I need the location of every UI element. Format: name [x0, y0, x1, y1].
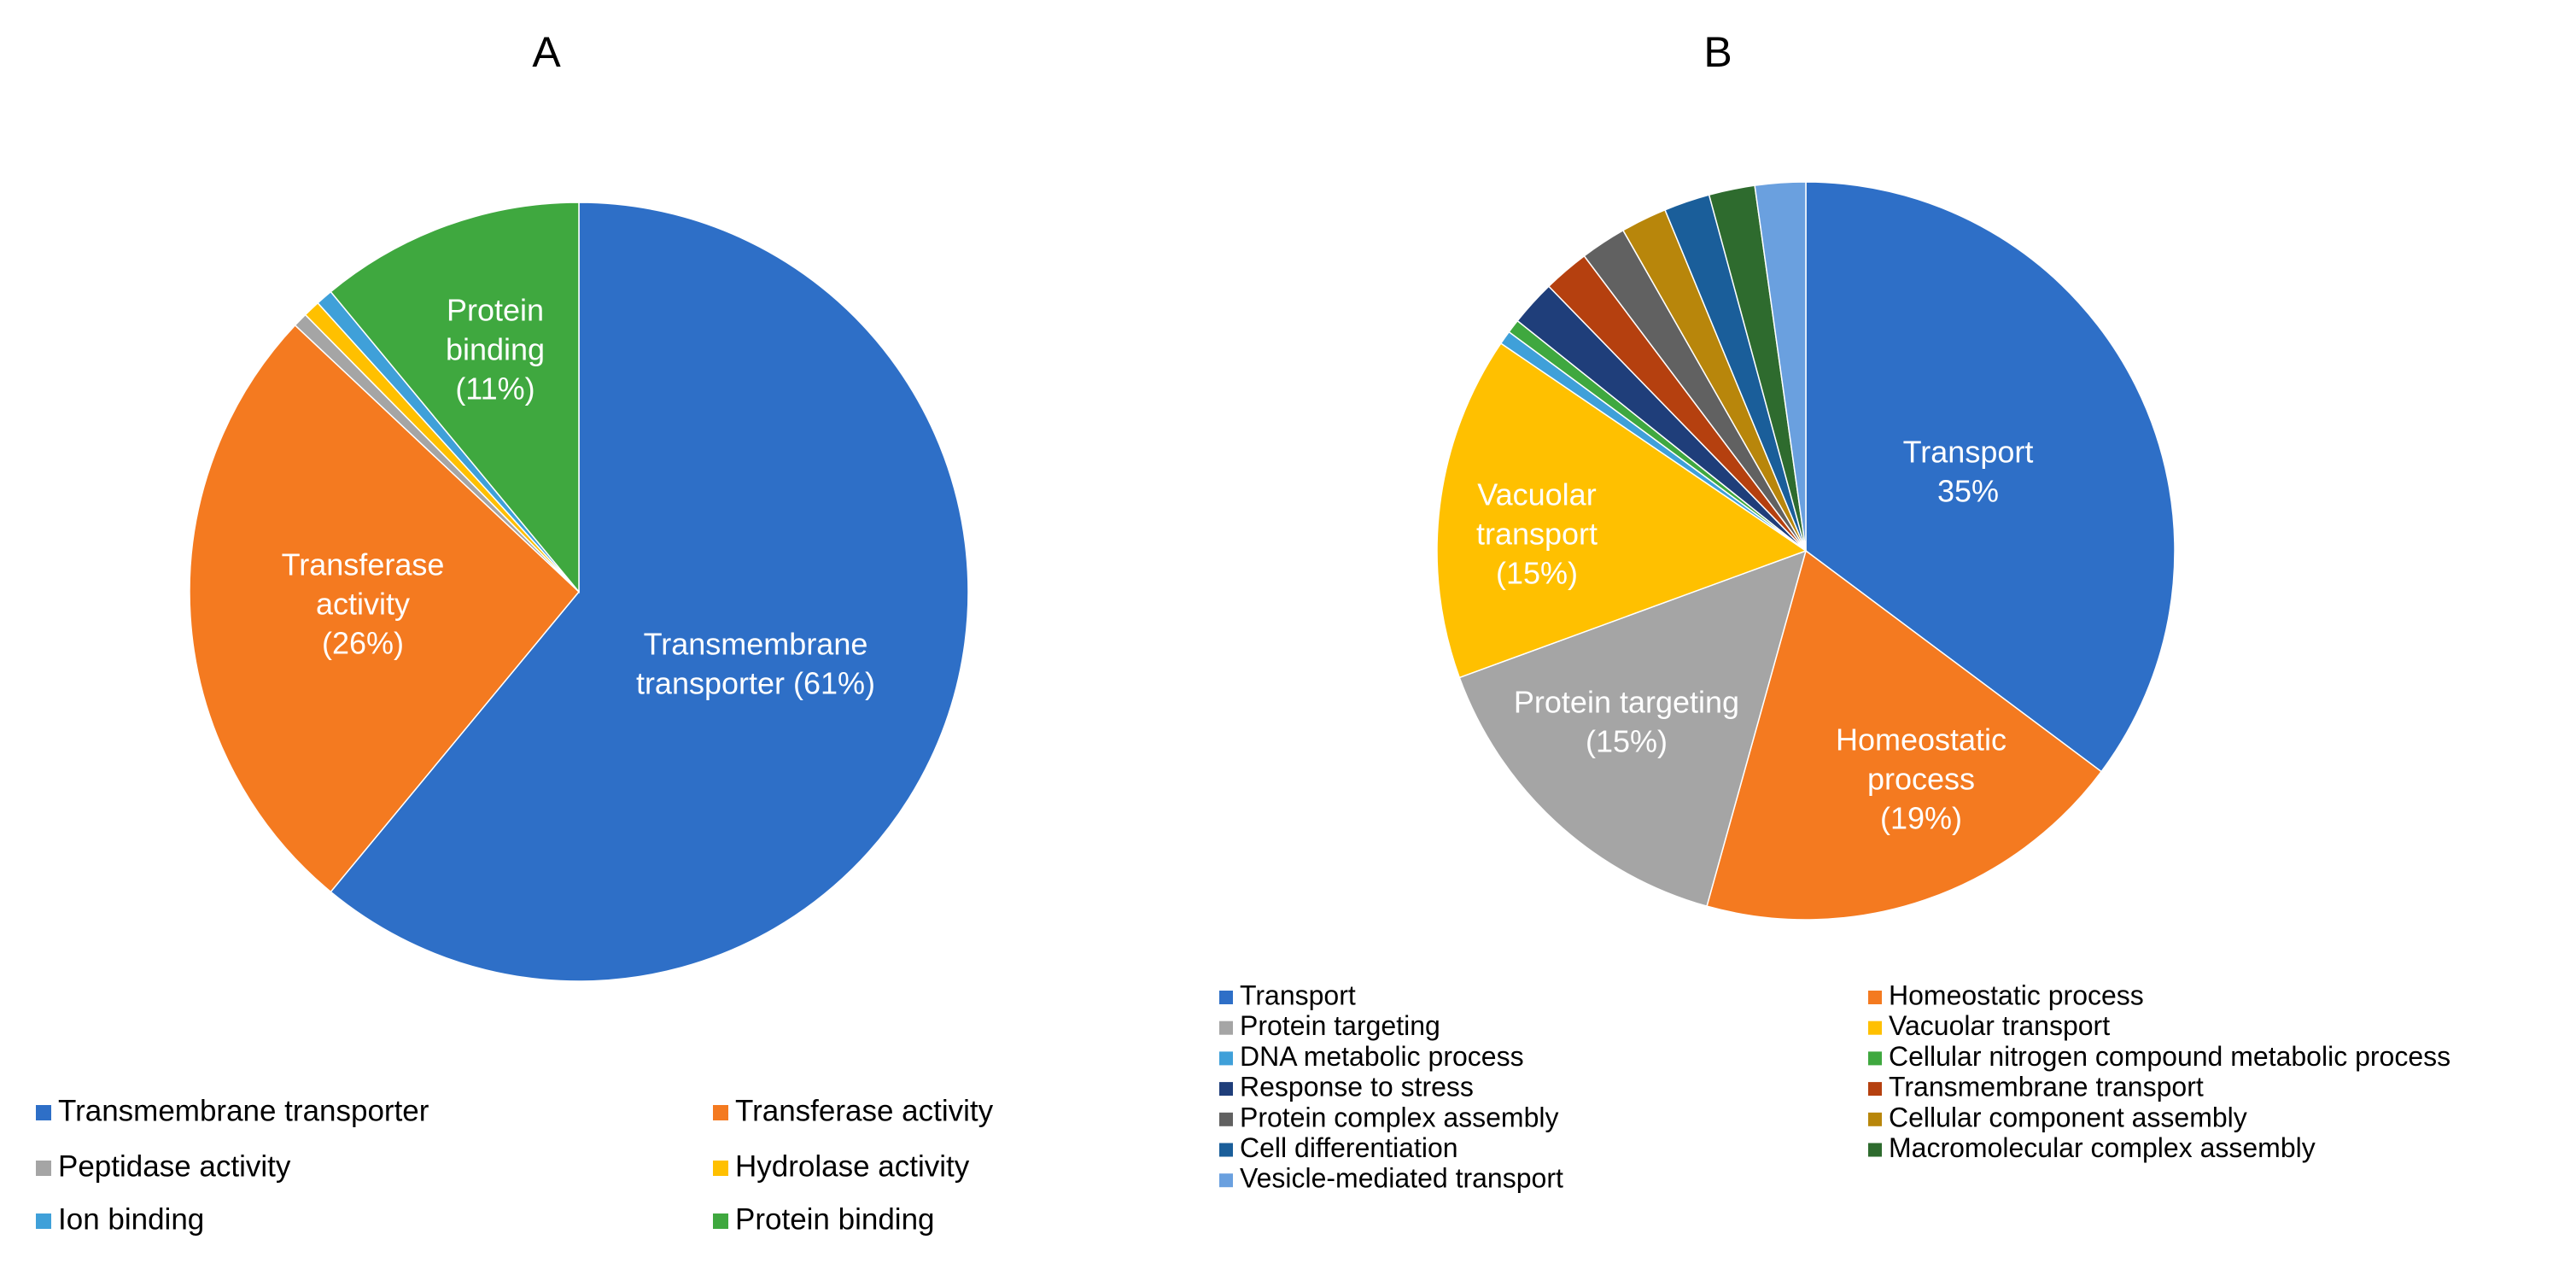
chart-b-slice-label-transport-0: Transport — [1903, 435, 2034, 470]
chart-b-legend-swatch-macromolecular-complex-assembly — [1868, 1143, 1882, 1157]
chart-b-slice-transport — [1805, 181, 2176, 773]
chart-b-legend-label-transmembrane-transport: Transmembrane transport — [1889, 1072, 2204, 1102]
chart-b-slice-label-transport-1: 35% — [1937, 474, 1999, 509]
chart-b-legend-label-vacuolar-transport: Vacuolar transport — [1889, 1010, 2110, 1041]
chart-a-legend-swatch-hydrolase-activity — [713, 1161, 728, 1176]
chart-a-legend-label-ion-binding: Ion binding — [58, 1202, 204, 1236]
chart-b-slice-vacuolar-transport — [1436, 342, 1808, 679]
chart-b-legend-label-cellular-component-assembly: Cellular component assembly — [1889, 1102, 2247, 1132]
chart-b-legend-swatch-vesicle-mediated-transport — [1219, 1173, 1233, 1188]
chart-a-legend-swatch-transferase-activity — [713, 1105, 728, 1120]
chart-b-legend-swatch-transmembrane-transport — [1868, 1082, 1882, 1096]
chart-b: B Transport 35% Homeostatic process (19%) Pro… — [1219, 28, 2450, 1194]
chart-a-legend-label-protein-binding: Protein binding — [735, 1202, 935, 1236]
chart-b-slice-label-homeostatic-process-2: (19%) — [1880, 801, 1962, 836]
chart-b-legend-swatch-protein-targeting — [1219, 1020, 1233, 1035]
chart-b-legend-label-protein-complex-assembly: Protein complex assembly — [1240, 1102, 1558, 1132]
chart-b-legend-swatch-cell-differentiation — [1219, 1143, 1233, 1157]
chart-a-slice-label-transferase-activity-2: (26%) — [322, 626, 404, 661]
chart-a-legend: Transmembrane transporter Transferase act… — [36, 1094, 994, 1236]
chart-a-slice-label-protein-binding-2: (11%) — [455, 371, 534, 406]
chart-b-slice-label-homeostatic-process-1: process — [1867, 762, 1975, 797]
chart-b-legend-label-dna-metabolic-process: DNA metabolic process — [1240, 1041, 1524, 1072]
chart-b-slice-label-protein-targeting-0: Protein targeting — [1514, 685, 1739, 720]
chart-b-slice-label-protein-targeting-1: (15%) — [1586, 724, 1668, 759]
chart-a: A Transmembrane transporter (61%) Transfer… — [36, 28, 994, 1236]
chart-a-slice-label-transmembrane-transporter-0: Transmembrane — [644, 627, 868, 662]
chart-b-legend-swatch-response-to-stress — [1219, 1082, 1233, 1096]
chart-a-slice-label-protein-binding-1: binding — [446, 332, 545, 367]
chart-b-legend-swatch-cellular-nitrogen-compound-metabolic-process — [1868, 1051, 1882, 1066]
chart-b-legend-label-transport: Transport — [1240, 980, 1356, 1010]
chart-b-legend-swatch-dna-metabolic-process — [1219, 1051, 1233, 1066]
chart-a-slice-label-transmembrane-transporter-1: transporter (61%) — [636, 666, 875, 701]
chart-a-slice-transmembrane-transporter — [330, 202, 969, 982]
chart-a-legend-label-hydrolase-activity: Hydrolase activity — [735, 1149, 970, 1183]
chart-b-legend-swatch-vacuolar-transport — [1868, 1020, 1882, 1035]
chart-b-slice-label-vacuolar-transport-2: (15%) — [1496, 556, 1578, 591]
chart-b-legend-label-cell-differentiation: Cell differentiation — [1240, 1132, 1458, 1163]
chart-a-legend-swatch-peptidase-activity — [36, 1161, 51, 1176]
chart-b-slice-label-vacuolar-transport-0: Vacuolar — [1477, 477, 1596, 512]
chart-a-legend-swatch-transmembrane-transporter — [36, 1105, 51, 1120]
chart-b-legend-label-vesicle-mediated-transport: Vesicle-mediated transport — [1240, 1163, 1563, 1194]
chart-b-legend-label-protein-targeting: Protein targeting — [1240, 1010, 1440, 1041]
chart-b-legend-label-macromolecular-complex-assembly: Macromolecular complex assembly — [1889, 1132, 2316, 1163]
chart-b-slice-vesicle-mediated-transport — [1754, 181, 1807, 552]
chart-a-legend-swatch-ion-binding — [36, 1213, 51, 1229]
chart-a-slice-label-protein-binding-0: Protein — [447, 293, 544, 328]
chart-b-slice-protein-targeting — [1458, 549, 1808, 908]
chart-a-legend-label-transferase-activity: Transferase activity — [735, 1094, 994, 1127]
chart-b-slice-label-homeostatic-process-0: Homeostatic — [1836, 722, 2006, 757]
chart-a-pie: Transmembrane transporter (61%) Transferas… — [189, 202, 969, 982]
chart-a-legend-label-transmembrane-transporter: Transmembrane transporter — [58, 1094, 429, 1127]
chart-a-slice-protein-binding — [330, 202, 580, 594]
chart-b-title: B — [1703, 28, 1732, 76]
chart-a-slice-label-transferase-activity-1: activity — [316, 587, 410, 622]
chart-b-legend-swatch-protein-complex-assembly — [1219, 1112, 1233, 1126]
chart-b-legend-label-cellular-nitrogen-compound-metabolic-process: Cellular nitrogen compound metabolic pro… — [1889, 1041, 2450, 1072]
chart-a-title: A — [532, 28, 561, 76]
chart-b-legend-label-homeostatic-process: Homeostatic process — [1889, 980, 2144, 1010]
chart-a-legend-swatch-protein-binding — [713, 1213, 728, 1229]
chart-a-slice-transferase-activity — [189, 324, 581, 893]
chart-a-slice-label-transferase-activity-0: Transferase — [282, 547, 445, 582]
chart-b-pie: Transport 35% Homeostatic process (19%) Prote… — [1436, 181, 2176, 921]
chart-b-legend-swatch-homeostatic-process — [1868, 991, 1882, 1004]
chart-b-legend-swatch-cellular-component-assembly — [1868, 1112, 1882, 1126]
chart-b-legend-swatch-transport — [1219, 991, 1233, 1004]
chart-b-legend-label-response-to-stress: Response to stress — [1240, 1072, 1474, 1102]
chart-b-slice-homeostatic-process — [1706, 549, 2103, 921]
chart-b-slice-label-vacuolar-transport-1: transport — [1476, 517, 1598, 552]
chart-a-legend-label-peptidase-activity: Peptidase activity — [58, 1149, 291, 1183]
